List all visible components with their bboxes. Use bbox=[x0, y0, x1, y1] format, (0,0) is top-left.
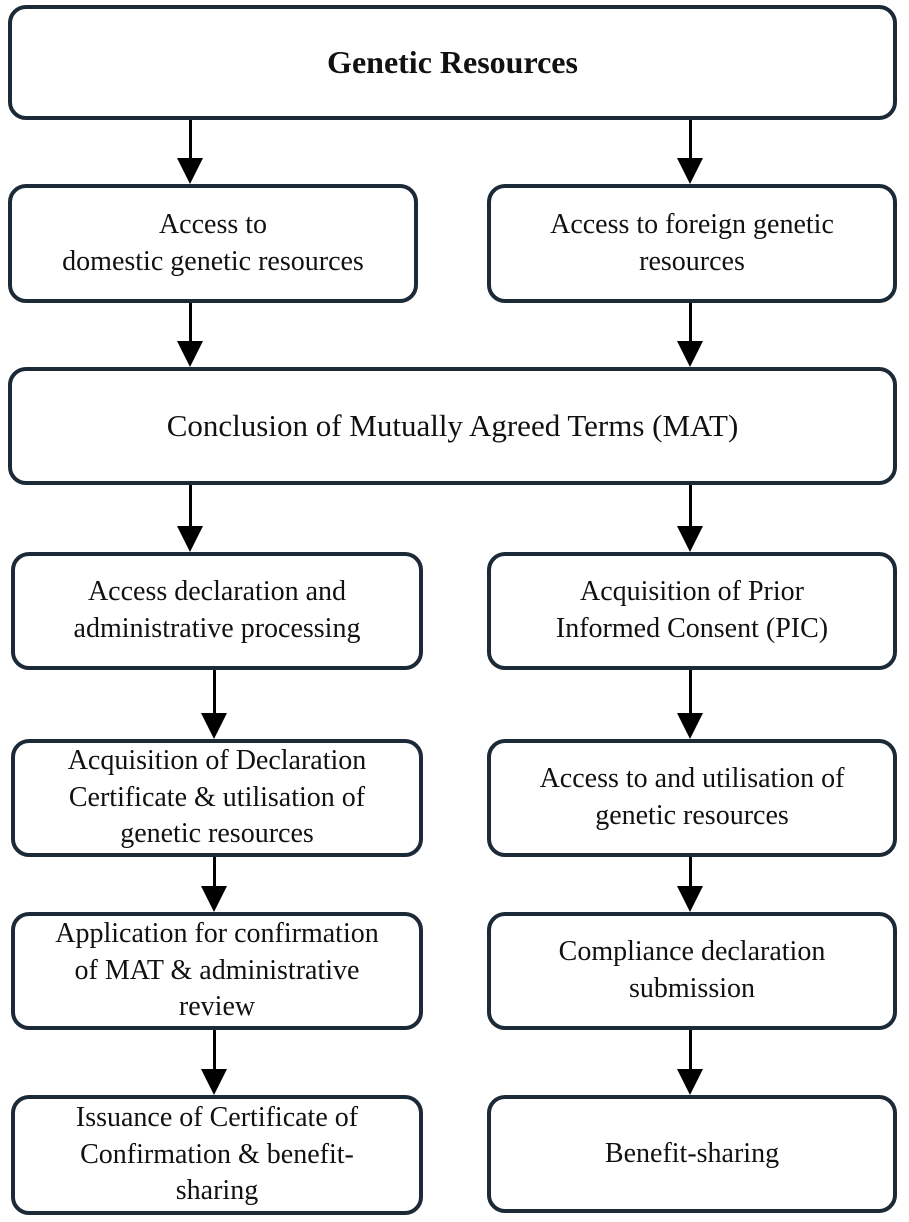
arrow-head bbox=[177, 341, 203, 367]
flow-arrow-down bbox=[200, 1030, 228, 1095]
arrow-shaft bbox=[688, 485, 692, 530]
arrow-shaft bbox=[688, 120, 692, 162]
node-compliance-declaration: Compliance declaration submission bbox=[487, 912, 897, 1030]
node-application-confirmation-label: Application for confirmation of MAT & ad… bbox=[55, 917, 379, 1023]
flow-arrow-down bbox=[176, 485, 204, 552]
node-declaration-certificate-label: Acquisition of Declaration Certificate &… bbox=[67, 744, 367, 850]
flow-arrow-down bbox=[676, 670, 704, 739]
node-access-foreign: Access to foreign genetic resources bbox=[487, 184, 897, 303]
flow-arrow-down bbox=[676, 303, 704, 367]
node-pic-acquisition-label: Acquisition of Prior Informed Consent (P… bbox=[555, 576, 829, 644]
node-access-foreign-label: Access to foreign genetic resources bbox=[550, 208, 834, 277]
node-issuance-certificate: Issuance of Certificate of Confirmation … bbox=[11, 1095, 423, 1215]
arrow-head bbox=[177, 158, 203, 184]
node-genetic-resources-label: Genetic Resources bbox=[327, 44, 578, 81]
arrow-shaft bbox=[212, 1030, 216, 1073]
node-pic-acquisition: Acquisition of Prior Informed Consent (P… bbox=[487, 552, 897, 670]
arrow-shaft bbox=[188, 485, 192, 530]
arrow-head bbox=[201, 713, 227, 739]
node-access-domestic-label: Access to domestic genetic resources bbox=[62, 208, 364, 277]
node-benefit-sharing: Benefit-sharing bbox=[487, 1095, 897, 1213]
node-issuance-certificate-label: Issuance of Certificate of Confirmation … bbox=[75, 1101, 359, 1207]
arrow-shaft bbox=[212, 857, 216, 890]
arrow-head bbox=[677, 886, 703, 912]
flow-arrow-down bbox=[676, 1030, 704, 1095]
arrow-head bbox=[677, 341, 703, 367]
arrow-head bbox=[177, 526, 203, 552]
node-access-utilisation-label: Access to and utilisation of genetic res… bbox=[539, 763, 845, 831]
arrow-shaft bbox=[188, 120, 192, 162]
node-access-declaration: Access declaration and administrative pr… bbox=[11, 552, 423, 670]
flow-arrow-down bbox=[676, 485, 704, 552]
node-compliance-declaration-label: Compliance declaration submission bbox=[558, 936, 826, 1004]
arrow-head bbox=[677, 158, 703, 184]
arrow-shaft bbox=[688, 670, 692, 717]
arrow-head bbox=[677, 526, 703, 552]
flow-arrow-down bbox=[176, 120, 204, 184]
node-declaration-certificate: Acquisition of Declaration Certificate &… bbox=[11, 739, 423, 857]
node-benefit-sharing-label: Benefit-sharing bbox=[604, 1137, 780, 1169]
node-mat-conclusion: Conclusion of Mutually Agreed Terms (MAT… bbox=[8, 367, 897, 485]
flow-arrow-down bbox=[200, 670, 228, 739]
arrow-shaft bbox=[212, 670, 216, 717]
node-mat-conclusion-label: Conclusion of Mutually Agreed Terms (MAT… bbox=[166, 407, 739, 443]
arrow-head bbox=[201, 886, 227, 912]
node-genetic-resources: Genetic Resources bbox=[8, 5, 897, 120]
arrow-shaft bbox=[688, 857, 692, 890]
node-application-confirmation: Application for confirmation of MAT & ad… bbox=[11, 912, 423, 1030]
arrow-head bbox=[677, 1069, 703, 1095]
node-access-utilisation: Access to and utilisation of genetic res… bbox=[487, 739, 897, 857]
flow-arrow-down bbox=[676, 120, 704, 184]
arrow-shaft bbox=[688, 303, 692, 345]
flow-arrow-down bbox=[200, 857, 228, 912]
arrow-shaft bbox=[688, 1030, 692, 1073]
arrow-shaft bbox=[188, 303, 192, 345]
arrow-head bbox=[201, 1069, 227, 1095]
arrow-head bbox=[677, 713, 703, 739]
flow-arrow-down bbox=[676, 857, 704, 912]
node-access-declaration-label: Access declaration and administrative pr… bbox=[73, 576, 361, 644]
flow-arrow-down bbox=[176, 303, 204, 367]
node-access-domestic: Access to domestic genetic resources bbox=[8, 184, 418, 303]
